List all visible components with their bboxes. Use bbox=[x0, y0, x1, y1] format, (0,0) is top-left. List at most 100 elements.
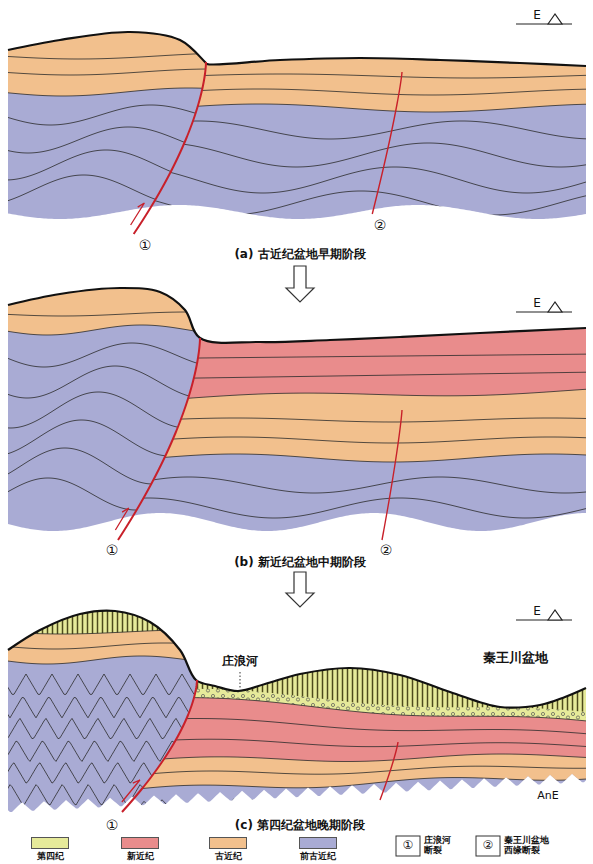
slip-arrow bbox=[131, 203, 145, 225]
legend-text: 第四纪 bbox=[37, 851, 64, 861]
direction-label: E bbox=[533, 605, 541, 618]
stage-arrow bbox=[286, 266, 314, 302]
bedding-line bbox=[0, 739, 592, 747]
legend-box bbox=[396, 836, 420, 856]
fault-block bbox=[0, 282, 593, 548]
bedding-line bbox=[0, 53, 592, 59]
stage-arrow bbox=[286, 572, 314, 607]
bedding-line bbox=[0, 104, 592, 112]
cross-section bbox=[0, 20, 593, 240]
bedding-line bbox=[0, 372, 592, 381]
strata-fill bbox=[0, 20, 593, 240]
bedding-line bbox=[0, 498, 592, 518]
legend-text: 古近纪 bbox=[215, 851, 242, 861]
fault-line bbox=[382, 410, 402, 540]
panel-caption: (c) 第四纪盆地晚期阶段 bbox=[235, 819, 365, 832]
bedding-line bbox=[0, 191, 592, 215]
bedding-line bbox=[0, 477, 592, 493]
ground-surface bbox=[8, 32, 586, 66]
bedding-line bbox=[0, 437, 592, 443]
panel-caption: (a) 古近纪盆地早期阶段 bbox=[234, 248, 365, 261]
legend-text: 新近纪 bbox=[127, 851, 154, 861]
bedding-line bbox=[0, 714, 592, 734]
fault-block bbox=[0, 282, 593, 548]
bedding-line bbox=[0, 121, 592, 139]
strata-fill bbox=[0, 600, 592, 713]
slip-arrow bbox=[122, 780, 140, 802]
bedding-line bbox=[0, 754, 592, 764]
strata-fill bbox=[0, 600, 593, 815]
strata-fill bbox=[0, 282, 593, 548]
callout-number: ① bbox=[106, 818, 119, 833]
legend-swatch bbox=[121, 837, 159, 849]
strata-fill bbox=[0, 600, 592, 634]
bedding-line bbox=[0, 143, 592, 167]
legend-swatch bbox=[209, 837, 247, 849]
bedding-line bbox=[0, 766, 592, 780]
callout-number: ② bbox=[483, 839, 494, 852]
orientation-triangle bbox=[548, 14, 562, 24]
fault-line bbox=[372, 72, 402, 214]
bedding-line bbox=[0, 630, 592, 634]
callout-number: ② bbox=[380, 543, 393, 558]
legend-swatch bbox=[299, 837, 337, 849]
orientation-triangle bbox=[548, 302, 562, 312]
bedding-line bbox=[0, 778, 592, 796]
river-label: 庄浪河 bbox=[222, 655, 258, 668]
legend-box bbox=[476, 836, 500, 856]
slip-arrow bbox=[115, 508, 128, 530]
direction-label: E bbox=[533, 9, 541, 22]
unit-label: AnE bbox=[537, 790, 558, 802]
fault-block bbox=[0, 20, 593, 240]
strata-fill bbox=[0, 600, 592, 722]
bedding-line bbox=[0, 643, 592, 649]
legend-text: 庄浪河 断裂 bbox=[424, 835, 458, 856]
strata-fill bbox=[0, 600, 592, 664]
legend-swatch bbox=[31, 837, 69, 849]
orientation-triangle bbox=[548, 610, 562, 620]
strata-fill bbox=[0, 20, 592, 112]
fault-block bbox=[0, 600, 593, 815]
callout-number: ① bbox=[139, 238, 152, 253]
direction-label: E bbox=[533, 297, 541, 310]
bedding-line bbox=[0, 791, 592, 818]
callout-number: ② bbox=[374, 218, 387, 233]
legend-text: 前古近纪 bbox=[300, 851, 336, 861]
callout-number: ① bbox=[403, 839, 414, 852]
bedding-line bbox=[0, 354, 592, 360]
bedding-line bbox=[0, 167, 592, 193]
bedding-line bbox=[0, 688, 592, 722]
strata-fill bbox=[0, 20, 593, 240]
cross-section bbox=[0, 282, 593, 548]
callout-number: ① bbox=[106, 543, 119, 558]
basin-label: 秦王川盆地 bbox=[483, 651, 548, 665]
fault-line bbox=[118, 338, 200, 540]
strata-fill bbox=[0, 600, 593, 815]
cross-section bbox=[0, 600, 593, 817]
orientation-line bbox=[516, 619, 572, 620]
strata-fill bbox=[0, 282, 592, 403]
leader-line bbox=[240, 672, 241, 688]
bedding-line bbox=[0, 74, 592, 78]
bedding-line bbox=[0, 312, 592, 316]
legend-text: 秦王川盆地 西缘断裂 bbox=[504, 835, 558, 856]
fault-line bbox=[122, 680, 197, 812]
bedding-line bbox=[0, 418, 592, 422]
orientation-line bbox=[516, 311, 572, 312]
bedding-line bbox=[0, 389, 592, 403]
orientation-line bbox=[516, 23, 572, 24]
bedding-line bbox=[0, 454, 592, 462]
fault-line bbox=[134, 62, 206, 234]
fault-line bbox=[380, 742, 398, 800]
strata-fill bbox=[0, 600, 592, 795]
strata-fill bbox=[0, 282, 593, 548]
bedding-line bbox=[0, 89, 592, 95]
bedding-line bbox=[0, 656, 592, 664]
ground-surface bbox=[8, 611, 586, 708]
fault-block bbox=[0, 20, 593, 240]
strata-fill bbox=[0, 600, 592, 764]
strata-fill bbox=[0, 282, 592, 462]
